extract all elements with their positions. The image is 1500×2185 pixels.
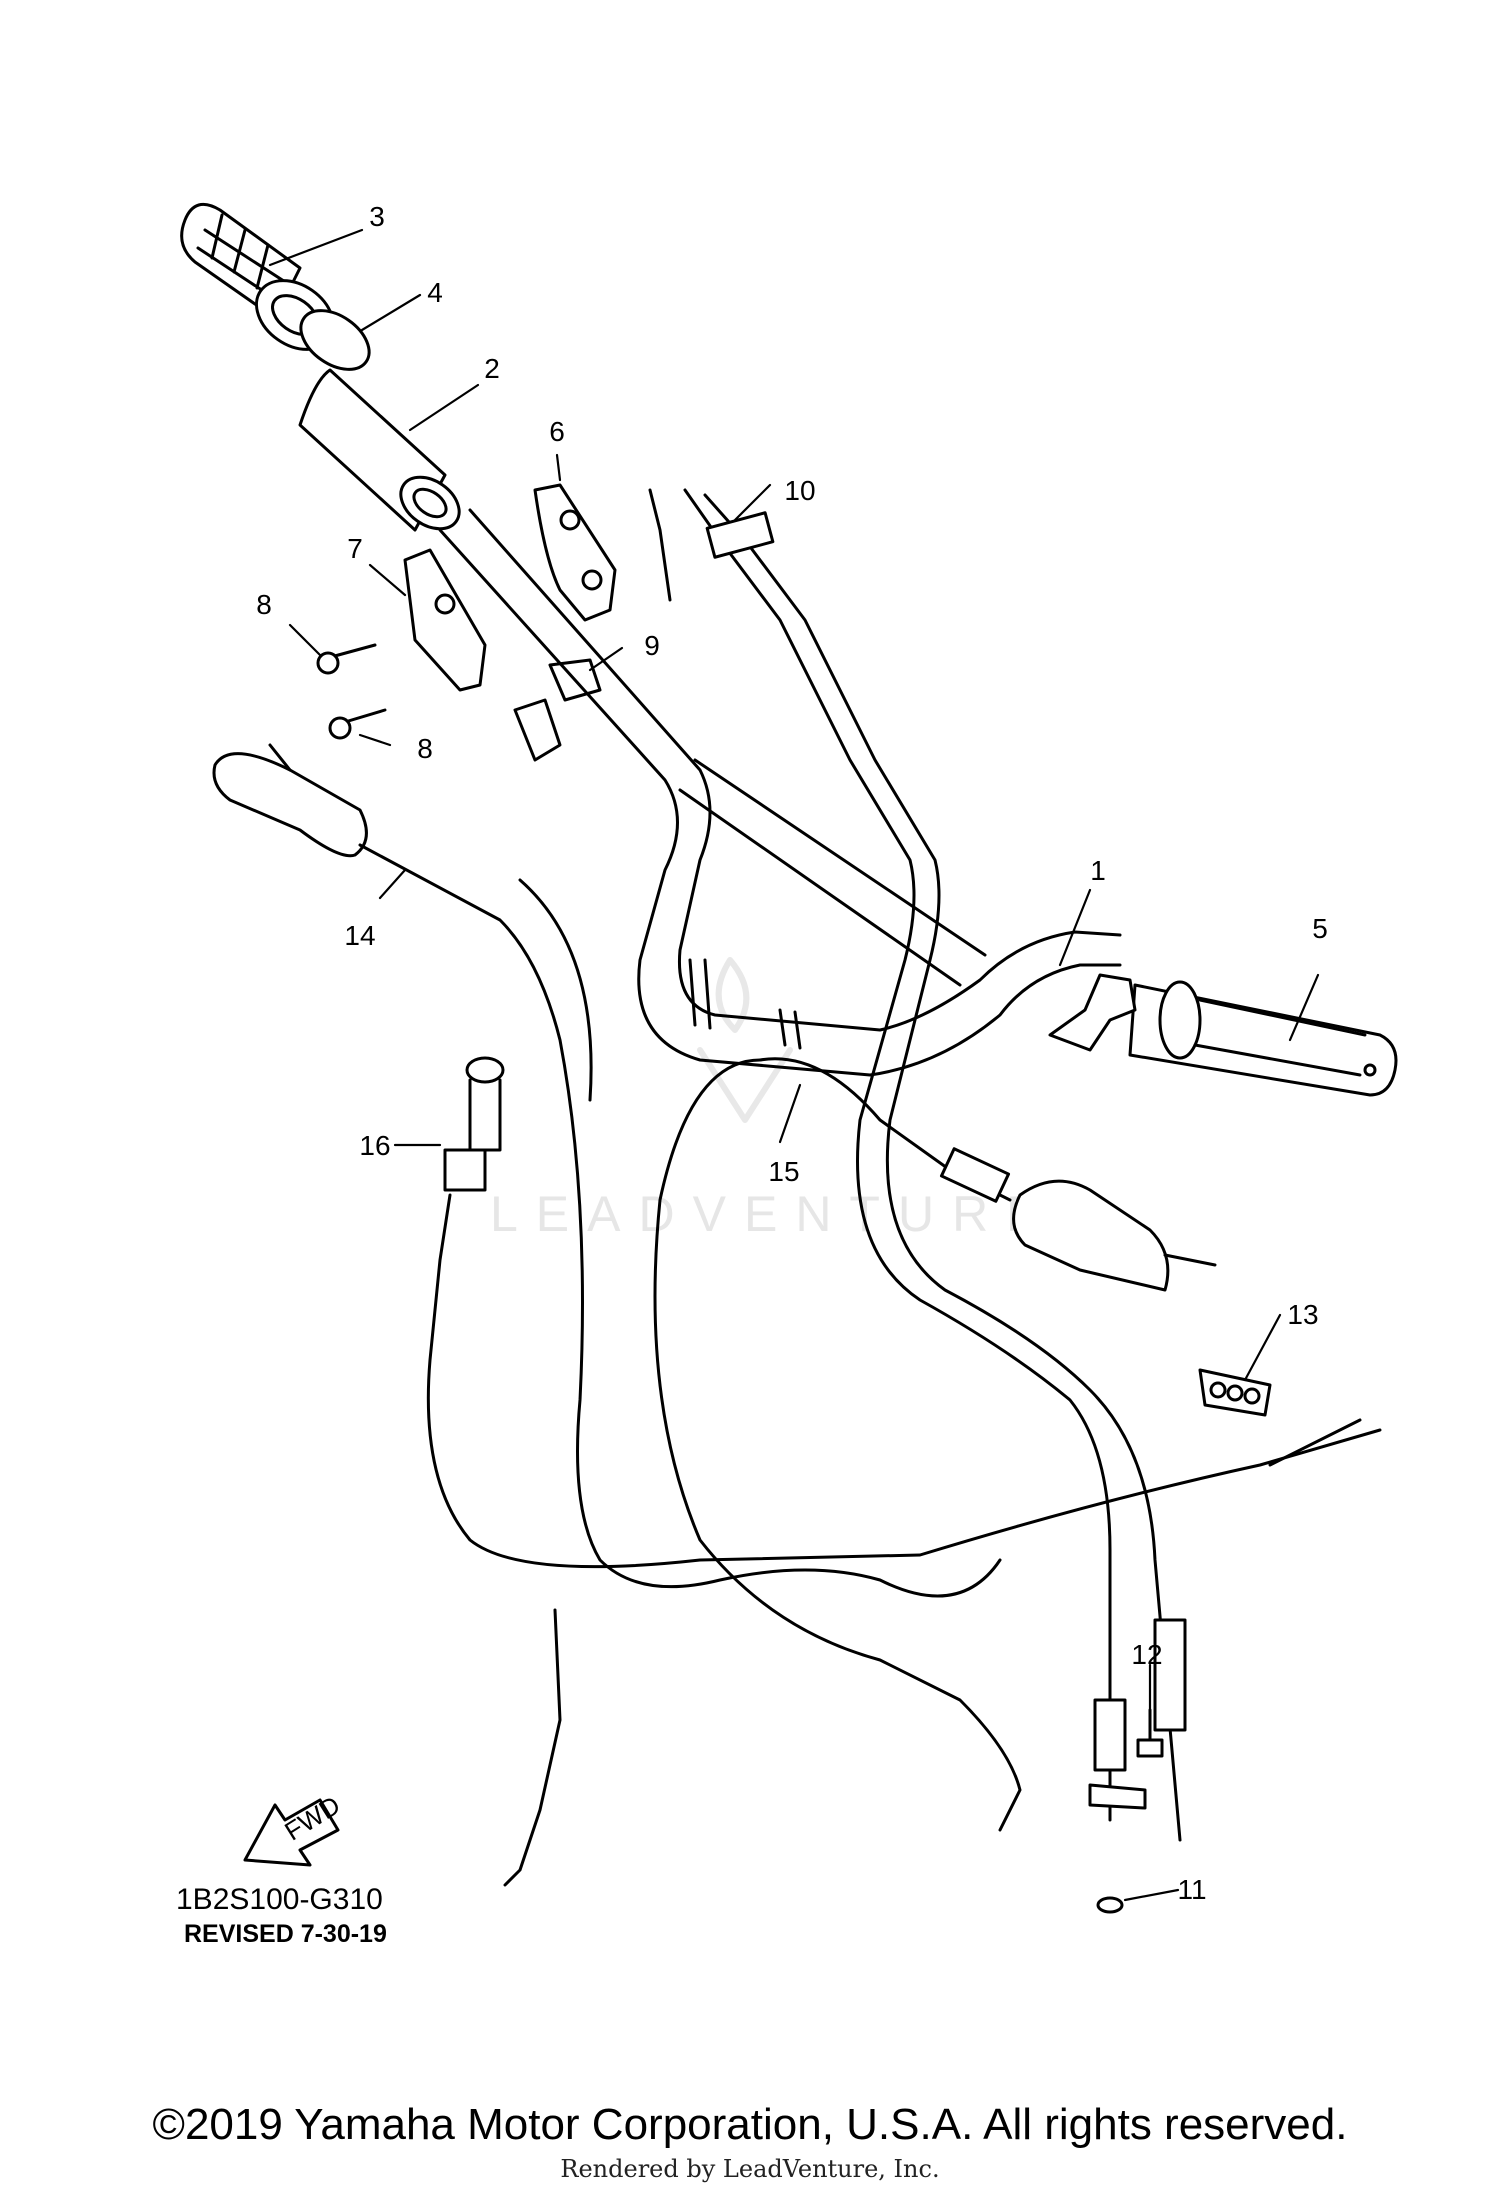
callout-part-7: 7 [347,533,363,564]
handlebar-part-1 [438,508,1122,1077]
copyright-notice: ©2019 Yamaha Motor Corporation, U.S.A. A… [152,2100,1348,2149]
leader-lines [268,228,1320,1902]
hot-start-cable-part-14 [212,743,1002,1598]
callout-part-4: 4 [427,277,443,308]
fwd-arrow [243,1798,340,1867]
cable-part-15 [653,1057,1217,1832]
callout-part-11: 11 [1177,1874,1207,1905]
callout-part-8-upper: 8 [256,589,272,620]
diagram-code: 1B2S100-G310 [176,1883,383,1916]
callout-part-15: 15 [768,1156,800,1187]
callout-part-12: 12 [1131,1639,1163,1670]
callout-part-10: 10 [784,475,816,506]
callout-part-14: 14 [344,920,376,951]
collar-part-4 [299,309,371,371]
cable-guide-part-13 [1198,1368,1272,1417]
throttle-housing-part-7 [403,548,487,692]
clutch-bracket-part-9 [513,658,602,762]
throttle-cables-part-10 [648,488,1187,1842]
watermark-logo [697,957,793,1123]
throttle-housing-part-6 [533,483,617,622]
right-grip-part-5 [1048,973,1398,1097]
callout-part-16: 16 [359,1130,391,1161]
callout-part-9: 9 [644,630,660,661]
bolt-part-12 [1088,1708,1164,1810]
screw-part-8-upper [316,643,377,675]
rendered-by-credit: Rendered by LeadVenture, Inc. [560,2155,940,2183]
callout-part-13: 13 [1287,1299,1319,1330]
callout-part-8-lower: 8 [417,733,433,764]
clutch-cable-part-16 [426,1056,1382,1887]
washer-part-11 [1096,1896,1124,1914]
callout-part-3: 3 [369,201,385,232]
screw-part-8-lower [328,708,387,740]
callout-part-5: 5 [1312,913,1328,944]
throttle-tube-part-2 [298,368,461,532]
revision-date: REVISED 7-30-19 [184,1920,387,1948]
callout-part-1: 1 [1090,855,1106,886]
callout-part-2: 2 [484,353,500,384]
callout-part-6: 6 [549,416,565,447]
